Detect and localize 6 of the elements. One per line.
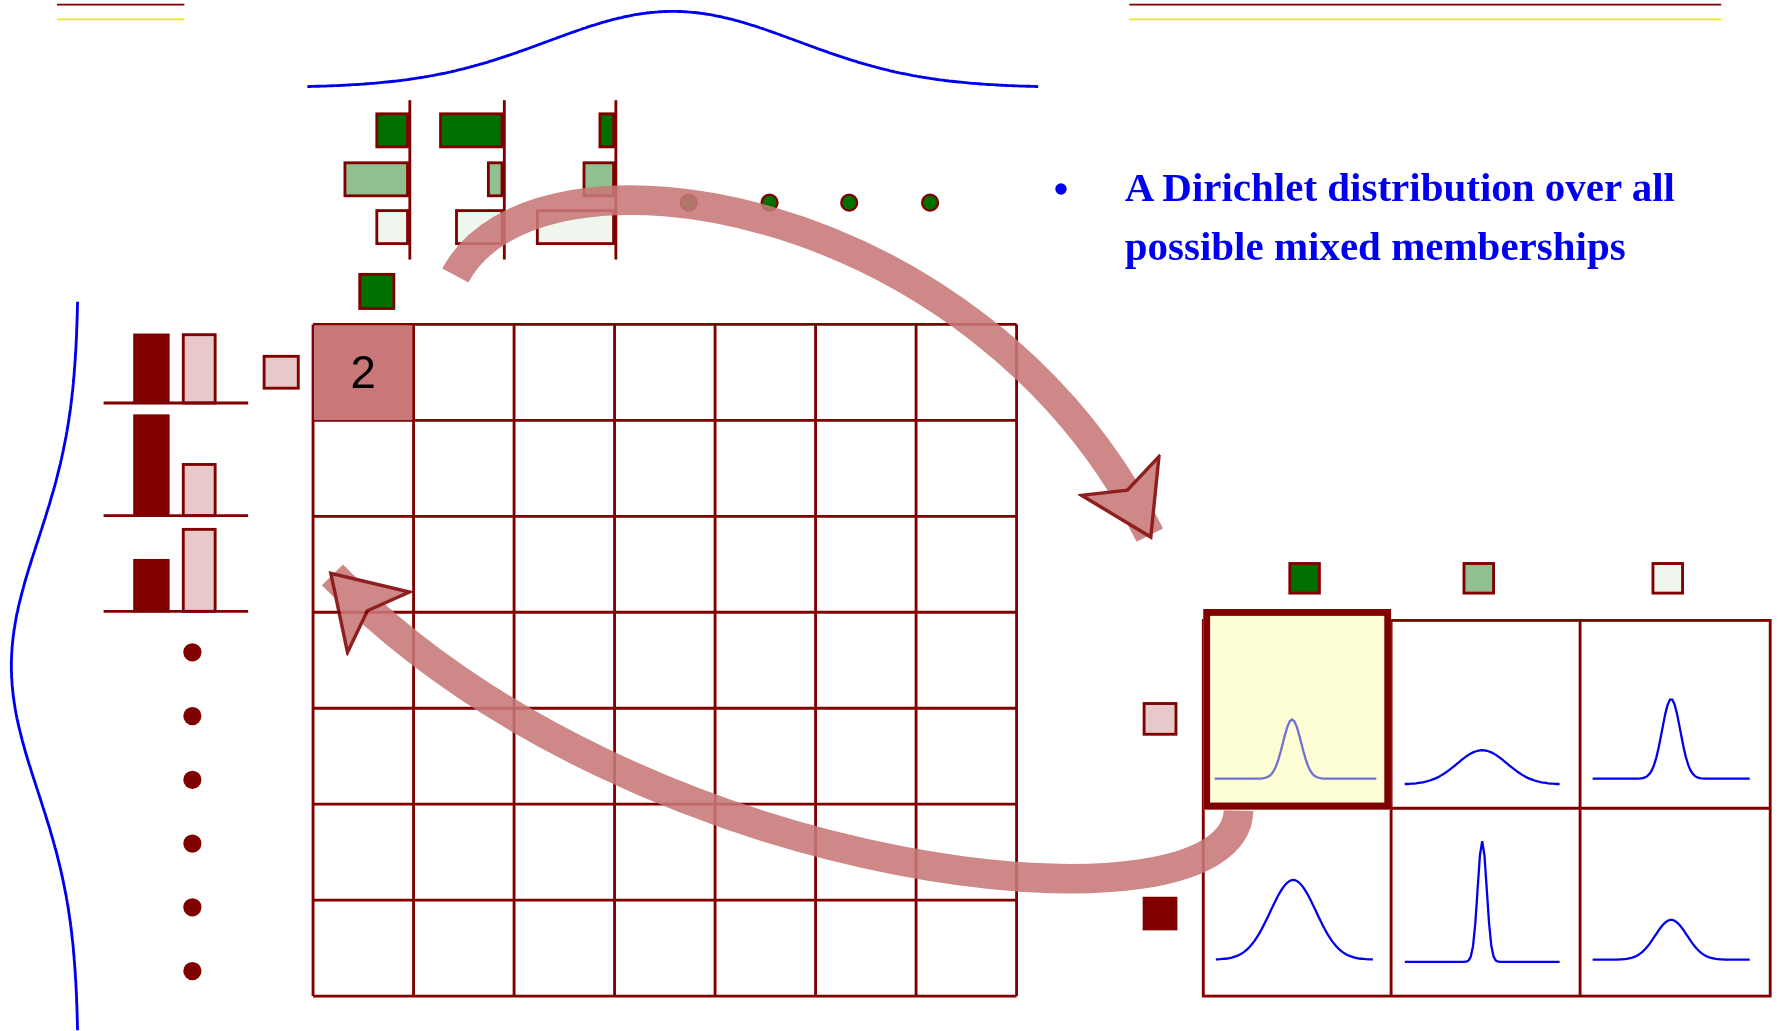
bullet-text: A Dirichlet distribution over all possible mixed memberships bbox=[1124, 164, 1676, 271]
membership-bars-drawing bbox=[102, 334, 251, 615]
highlighted-cell bbox=[1203, 609, 1392, 810]
curved-arrow bbox=[322, 563, 1253, 894]
matrix-cell bbox=[314, 325, 413, 421]
cell-number: 2 bbox=[350, 347, 376, 399]
